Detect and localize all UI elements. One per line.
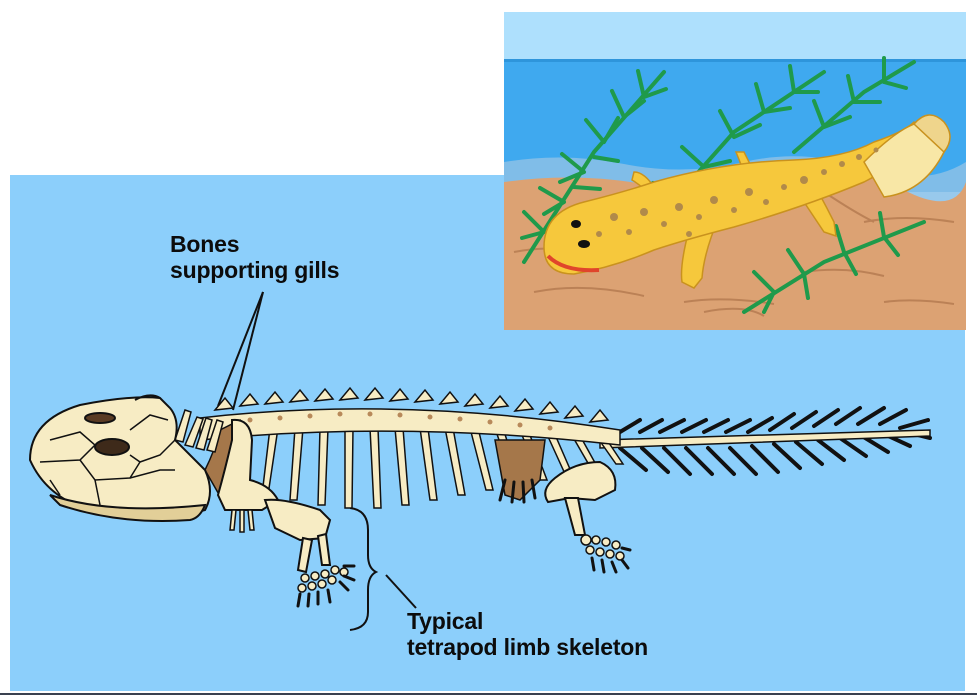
hindlimb-digits: [580, 534, 625, 561]
shoulder-girdle: [216, 418, 280, 511]
label-line: supporting gills: [170, 257, 340, 283]
forelimb-digits: [297, 565, 349, 593]
label-tetrapod-limb-skeleton: Typical tetrapod limb skeleton: [407, 608, 648, 660]
salamander-illustration: [504, 12, 966, 330]
salamander-inset: [504, 12, 966, 330]
bottom-divider: [0, 693, 977, 695]
sky-band: [504, 12, 966, 59]
skull: [28, 394, 211, 522]
salamander: [543, 114, 951, 289]
gill-arches: [174, 409, 224, 453]
hindlimb: [544, 460, 617, 536]
forelimb: [263, 498, 332, 574]
pointer-lines: [217, 291, 417, 609]
label-line: Bones: [170, 231, 240, 257]
limb-brace: [349, 507, 379, 631]
label-line: tetrapod limb skeleton: [407, 634, 648, 660]
salamander-spots: [596, 147, 879, 237]
tail-vertebrae: [618, 406, 932, 476]
label-line: Typical: [407, 608, 484, 634]
vertebral-column: [199, 386, 621, 446]
label-bones-supporting-gills: Bones supporting gills: [170, 231, 339, 283]
